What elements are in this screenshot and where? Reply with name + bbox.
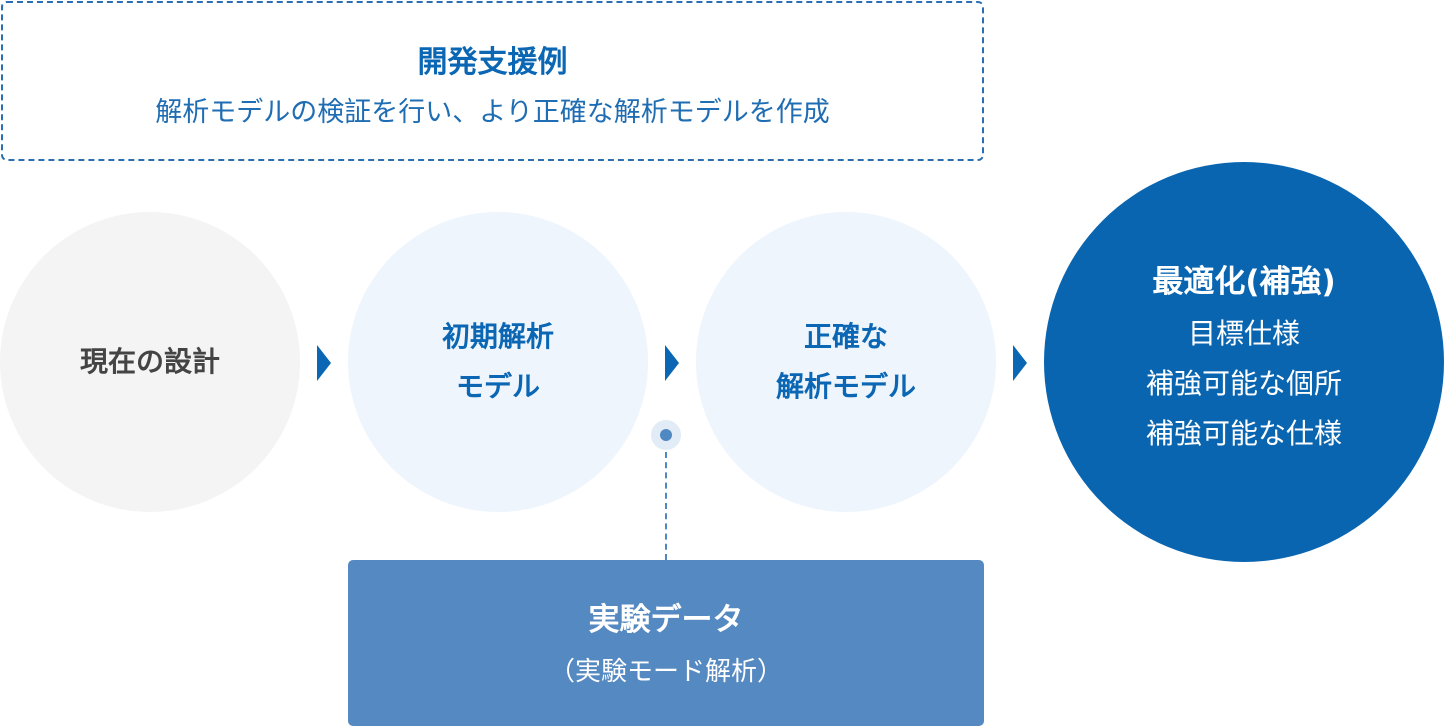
experiment-title: 実験データ: [588, 602, 744, 638]
initial-model-label-line1: 初期解析: [441, 320, 554, 353]
initial-model-node: 初期解析 モデル: [348, 212, 648, 512]
optimization-item: 目標仕様: [1187, 317, 1300, 350]
current-design-label: 現在の設計: [79, 345, 220, 378]
optimization-node: 最適化(補強) 目標仕様 補強可能な個所 補強可能な仕様: [1044, 162, 1444, 562]
accurate-model-node: 正確な 解析モデル: [696, 212, 996, 512]
optimization-item: 補強可能な個所: [1145, 367, 1342, 400]
dev-example-box: 開発支援例 解析モデルの検証を行い、より正確な解析モデルを作成: [1, 1, 984, 161]
dev-example-description: 解析モデルの検証を行い、より正確な解析モデルを作成: [155, 97, 830, 128]
initial-model-label-line2: モデル: [455, 370, 540, 403]
arrow-right-icon: [665, 345, 679, 381]
experiment-subtitle: （実験モード解析）: [548, 657, 783, 687]
current-design-node: 現在の設計: [0, 212, 300, 512]
connector-dot-center: [660, 429, 672, 441]
arrow-right-icon: [1013, 345, 1027, 381]
accurate-model-label-line2: 解析モデル: [775, 370, 916, 403]
accurate-model-label-line1: 正確な: [803, 320, 888, 353]
connector-dot-icon: [651, 420, 681, 450]
dev-example-title: 開発支援例: [417, 45, 568, 80]
optimization-title: 最適化(補強): [1152, 264, 1336, 300]
connector-line: [665, 452, 667, 560]
arrow-right-icon: [317, 345, 331, 381]
experiment-data-box: 実験データ （実験モード解析）: [348, 560, 984, 726]
optimization-item: 補強可能な仕様: [1145, 417, 1342, 450]
